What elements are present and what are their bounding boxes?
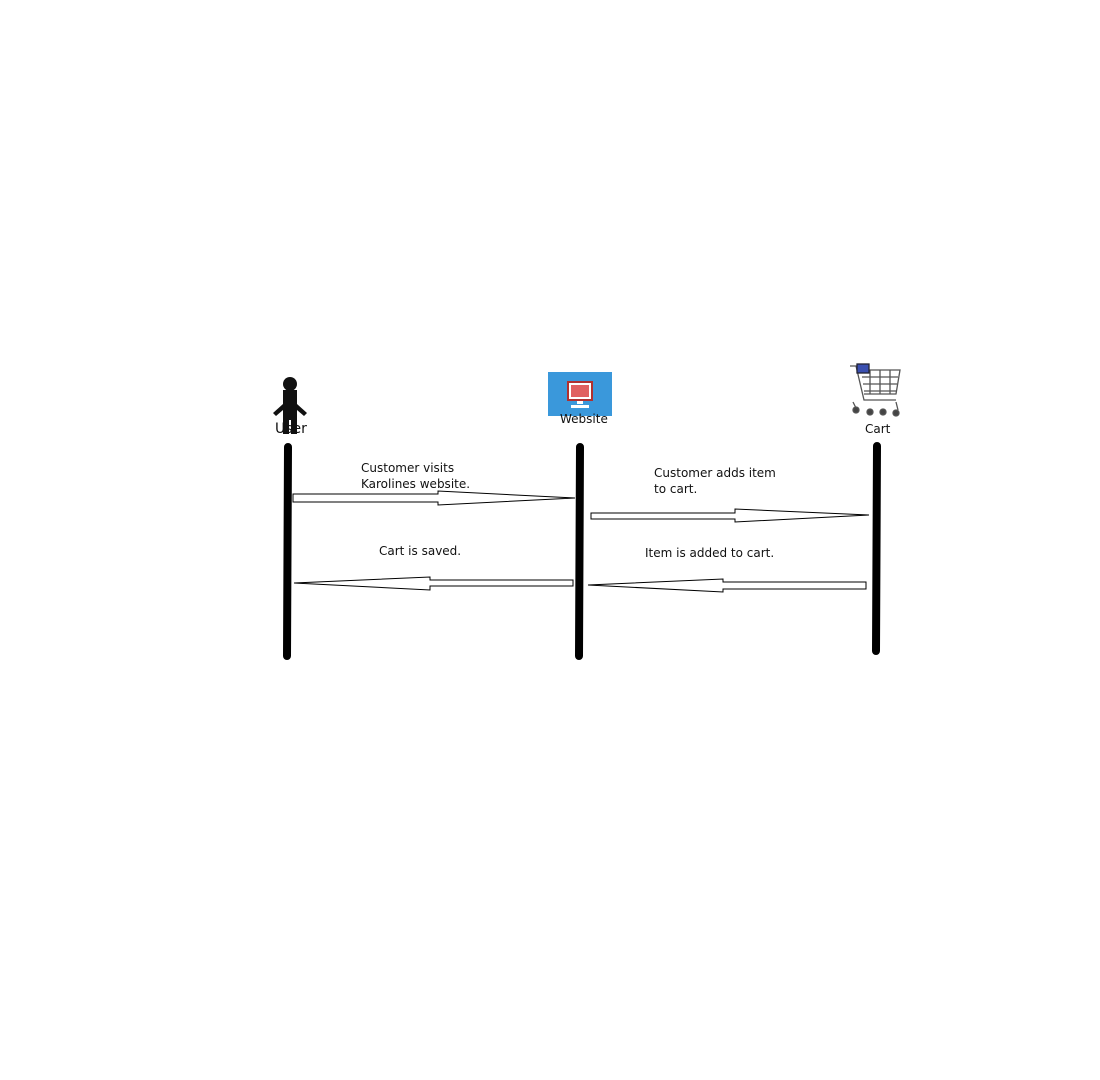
message-label-add-item: Customer adds item to cart.: [654, 466, 776, 496]
website-lifeline: [575, 443, 584, 660]
monitor-icon: [548, 372, 612, 416]
shopping-cart-icon: [850, 363, 901, 417]
actor-label-website: Website: [560, 412, 608, 426]
message-label-item-added: Item is added to cart.: [645, 546, 775, 560]
person-icon: [273, 377, 307, 434]
cart-lifeline: [872, 442, 881, 655]
message-arrow-cart-saved: [293, 576, 574, 591]
message-label-cart-saved: Cart is saved.: [379, 544, 462, 558]
user-lifeline: [283, 443, 292, 660]
message-arrow-item-added: [587, 578, 867, 593]
message-label-visit: Customer visits Karolines website.: [361, 461, 471, 491]
actor-label-user: User: [275, 421, 307, 437]
message-arrow-visit: [292, 490, 576, 506]
message-arrow-add-item: [590, 508, 870, 523]
actor-label-cart: Cart: [865, 422, 891, 436]
